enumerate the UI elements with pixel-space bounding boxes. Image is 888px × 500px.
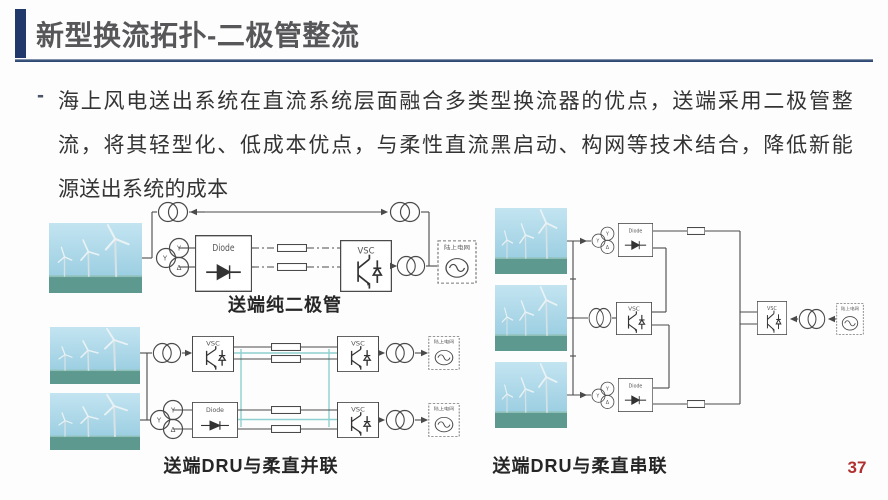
- caption-dru-parallel: 送端DRU与柔直并联: [163, 456, 339, 476]
- bullet-line-3: 源送出系统的成本: [58, 178, 229, 201]
- dc-cable-icon: [271, 355, 301, 363]
- wind-farm-photo: [495, 208, 567, 274]
- header-accent-bar: [15, 9, 26, 58]
- wind-farm-photo: [49, 223, 142, 293]
- onshore-grid-box: [428, 336, 460, 370]
- dc-cable-icon: [687, 400, 705, 408]
- transformer-2w-icon: [389, 201, 421, 223]
- transformer-3w-icon: [149, 399, 184, 440]
- diagram-dru-series: [495, 208, 864, 428]
- bullet-line-2: 流，将其轻型化、低成本优点，与柔性直流黑启动、构网等技术结合，降低新能: [58, 134, 853, 157]
- transformer-2w-icon: [152, 342, 182, 364]
- transformer-2w-icon: [385, 409, 415, 431]
- transformer-2w-icon: [385, 342, 415, 364]
- diode-converter-box: [618, 378, 653, 412]
- bullet-marker: -: [37, 84, 44, 107]
- onshore-grid-box: [437, 240, 477, 284]
- diode-converter-box: [618, 223, 653, 257]
- vsc-converter-box: [337, 402, 379, 438]
- dc-cable-icon: [271, 425, 301, 433]
- wind-farm-photo: [495, 362, 567, 428]
- wind-farm-photo: [495, 285, 567, 351]
- vsc-converter-box: [192, 336, 234, 372]
- diode-converter-box: [195, 235, 252, 292]
- title-divider: [15, 59, 873, 62]
- vsc-converter-box: [757, 301, 787, 335]
- transformer-3w-icon: [155, 237, 190, 278]
- transformer-2w-icon: [588, 307, 612, 329]
- dc-cable-icon: [277, 244, 307, 252]
- transformer-2w-icon: [396, 255, 426, 277]
- transformer-2w-icon: [157, 201, 189, 223]
- diagram-dru-parallel: [50, 327, 460, 450]
- bullet-paragraph: 海上风电送出系统在直流系统层面融合多类型换流器的优点，送端采用二极管整 流，将其…: [58, 80, 853, 212]
- dc-cable-icon: [687, 227, 705, 235]
- onshore-grid-box: [428, 403, 460, 437]
- transformer-2w-icon: [798, 308, 826, 330]
- caption-dru-series: 送端DRU与柔直串联: [492, 456, 668, 476]
- vsc-converter-box: [616, 302, 652, 335]
- page-title: 新型换流拓扑-二极管整流: [36, 20, 360, 51]
- wind-farm-photo: [50, 393, 140, 450]
- caption-pure-diode: 送端纯二极管: [228, 295, 342, 315]
- diode-converter-box: [192, 402, 238, 438]
- dc-cable-icon: [277, 263, 307, 271]
- wind-farm-photo: [50, 327, 140, 384]
- vsc-converter-box: [340, 240, 392, 292]
- transformer-3w-icon: [591, 381, 615, 409]
- vsc-converter-box: [337, 336, 379, 372]
- dc-cable-icon: [271, 343, 301, 351]
- bullet-line-1: 海上风电送出系统在直流系统层面融合多类型换流器的优点，送端采用二极管整: [58, 90, 853, 113]
- dc-cable-icon: [271, 406, 301, 414]
- transformer-3w-icon: [591, 226, 615, 254]
- onshore-grid-box: [836, 303, 864, 335]
- page-number: 37: [847, 458, 867, 477]
- diagram-pure-diode: [49, 201, 477, 293]
